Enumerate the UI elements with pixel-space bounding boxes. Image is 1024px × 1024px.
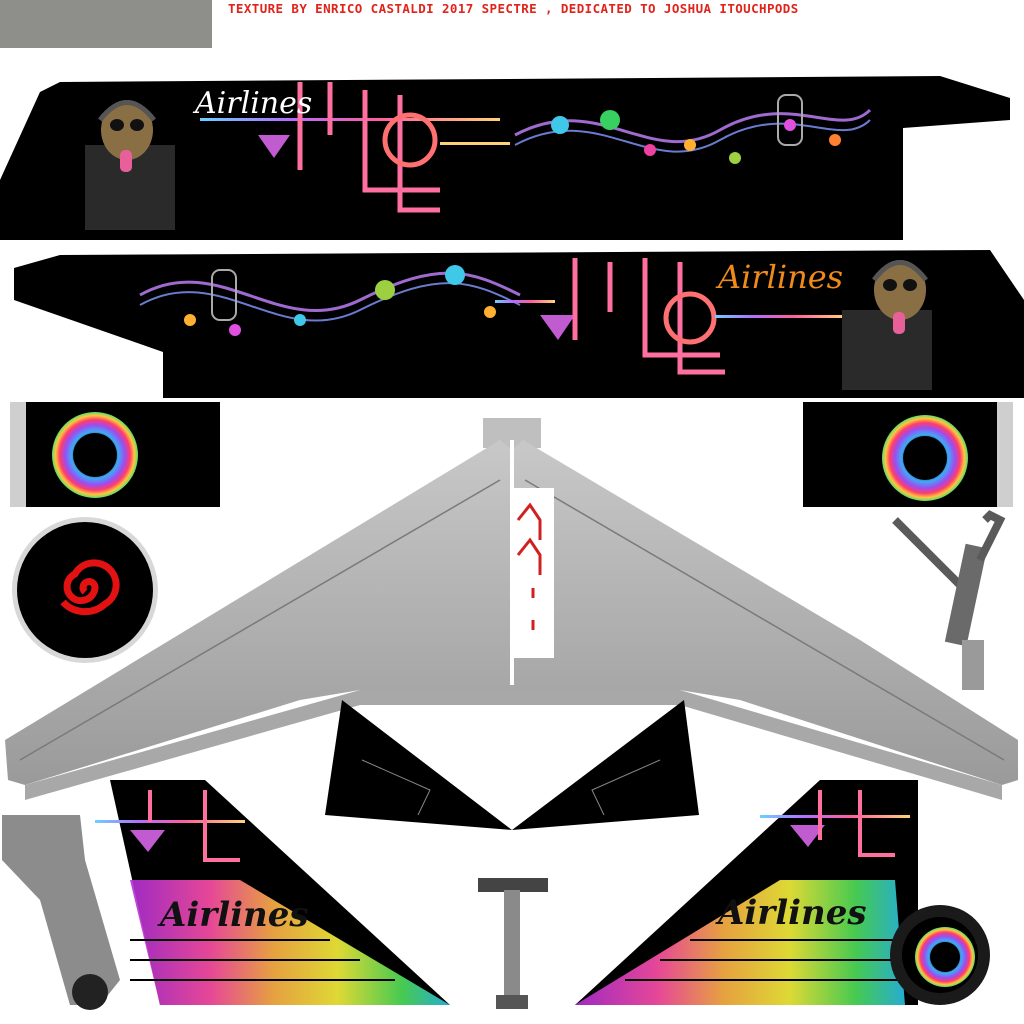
fuselage-right-panel — [14, 250, 1024, 398]
engine-right-panel — [803, 402, 1013, 507]
main-wing — [5, 418, 1018, 800]
flap-arrow-icon — [514, 488, 554, 658]
logo-icon — [95, 790, 245, 862]
logo-icon — [200, 82, 510, 213]
gear-strut-right — [892, 510, 1006, 690]
fuselage-left-wordmark: Airlines — [195, 86, 313, 121]
tail-left — [95, 780, 450, 1005]
equalizer-icon — [575, 880, 905, 1005]
music-notes-icon — [139, 265, 521, 336]
horizontal-stabilizer — [325, 700, 699, 830]
fuselage-right-wordmark: Airlines — [718, 258, 844, 296]
tail-right — [575, 780, 918, 1005]
engine-left-panel — [10, 402, 220, 507]
skull-mascot-icon — [842, 260, 932, 390]
wheel — [890, 905, 990, 1005]
red-spiral-icon — [60, 559, 120, 616]
nose-gear — [478, 878, 548, 1009]
logo-icon — [760, 790, 910, 857]
tail-left-wordmark: Airlines — [160, 895, 309, 935]
gear-strut-left — [2, 815, 120, 1010]
skull-mascot-icon — [85, 100, 175, 230]
metal-swatch — [0, 0, 212, 48]
equalizer-icon — [130, 880, 450, 1005]
fuselage-left-panel — [0, 76, 1010, 240]
tail-right-wordmark: Airlines — [718, 893, 867, 933]
logo-icon — [495, 258, 845, 375]
credit-text: TEXTURE BY ENRICO CASTALDI 2017 SPECTRE … — [228, 1, 799, 16]
spinner-disc — [12, 517, 158, 663]
music-notes-icon — [514, 94, 872, 164]
